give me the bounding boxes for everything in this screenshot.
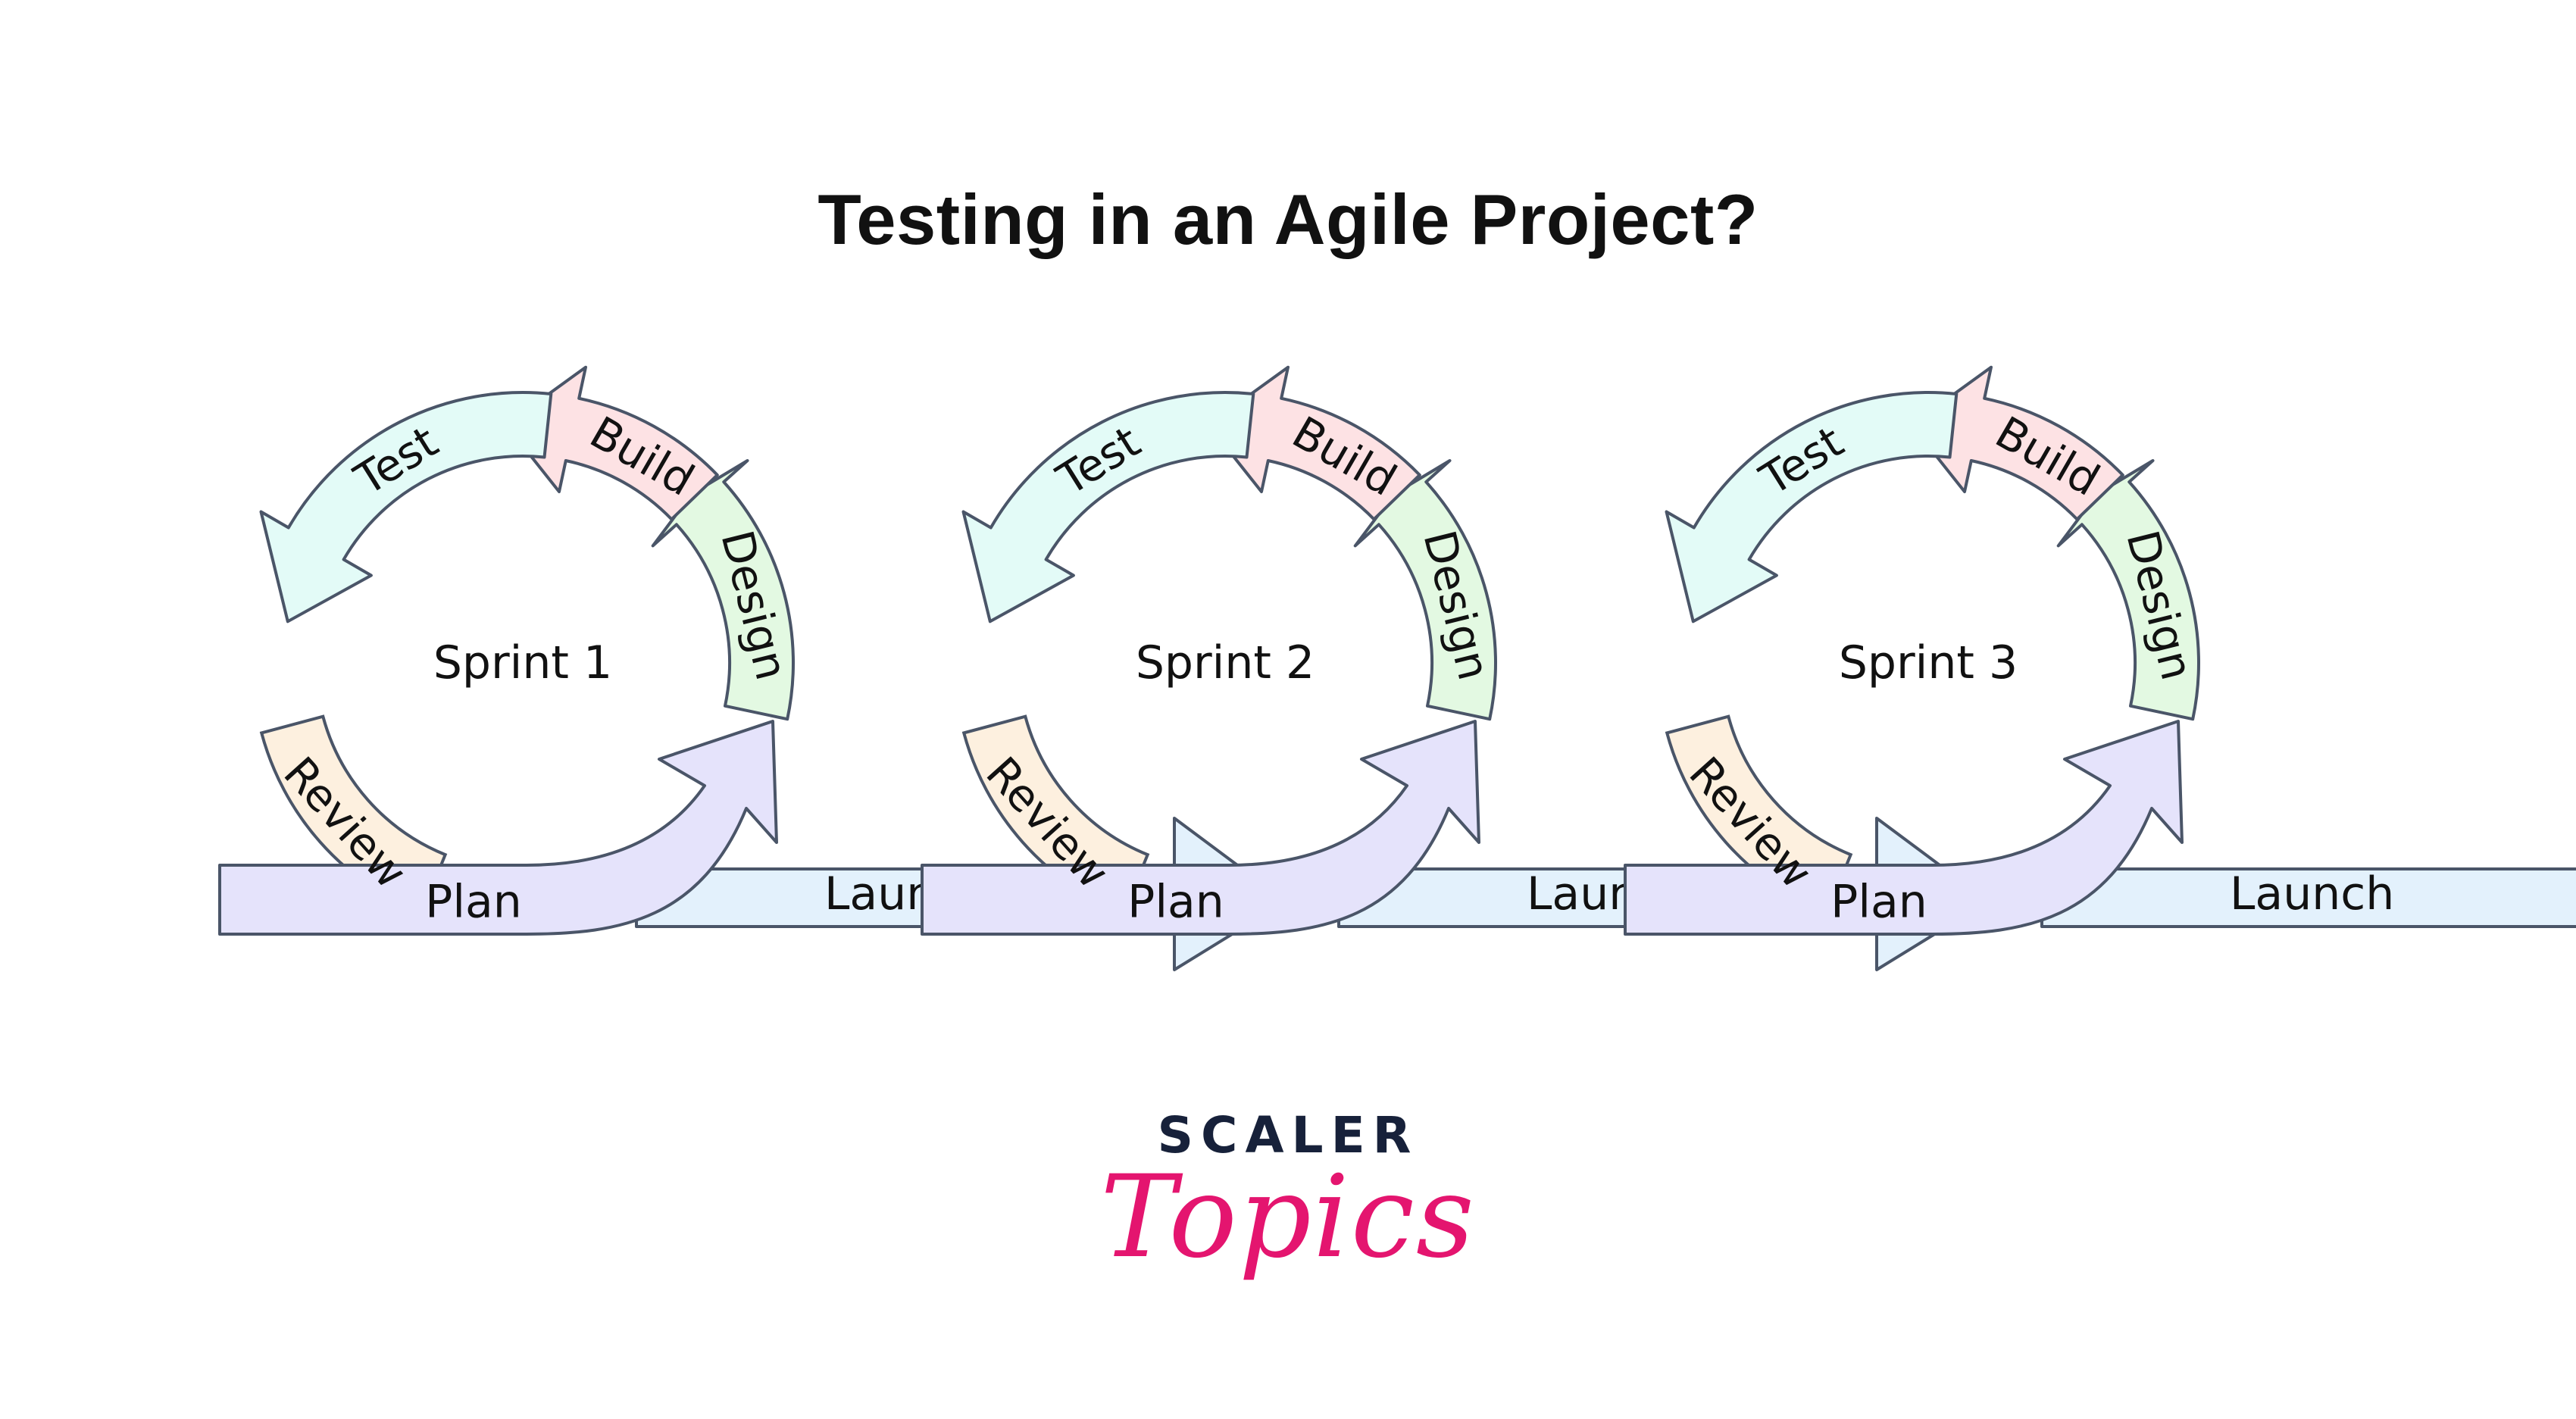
test-arrow [1665, 391, 1959, 624]
plan-label: Plan [1830, 876, 1927, 929]
test-arrow [259, 391, 553, 624]
design-arrow [651, 459, 795, 721]
plan-arrow [1624, 720, 2184, 936]
design-arrow [2056, 459, 2200, 721]
sprint-label: Sprint 3 [1839, 636, 2018, 689]
brand-logo-topics: Topics [1100, 1152, 1476, 1283]
plan-arrow [218, 720, 778, 936]
design-arrow [1353, 459, 1497, 721]
diagram-title: Testing in an Agile Project? [818, 180, 1758, 259]
launch-label: Launch [2230, 867, 2394, 920]
sprint-label: Sprint 2 [1136, 636, 1315, 689]
sprint-label: Sprint 1 [433, 636, 612, 689]
plan-arrow [921, 720, 1480, 936]
plan-label: Plan [1127, 876, 1224, 929]
brand-logo-scaler: SCALER [1157, 1106, 1419, 1164]
test-arrow [961, 391, 1255, 624]
launch-arrow [2040, 867, 2576, 928]
plan-label: Plan [425, 876, 522, 929]
